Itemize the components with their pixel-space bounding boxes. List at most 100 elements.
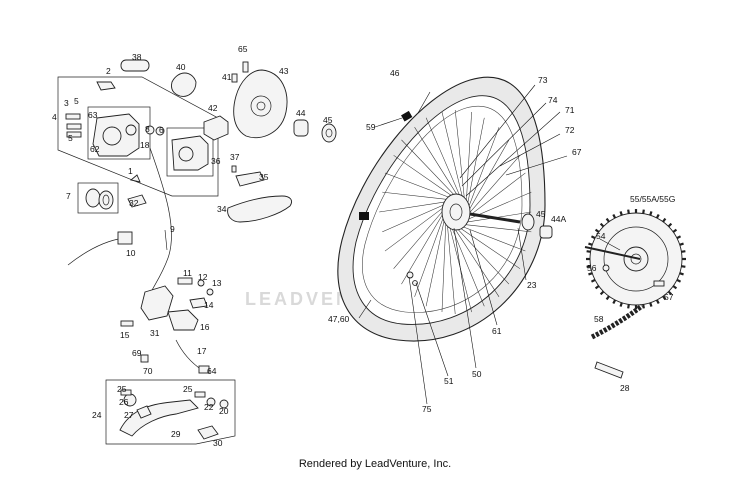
footer-credit: Rendered by LeadVenture, Inc.	[298, 458, 452, 470]
wheel-assembly	[337, 76, 553, 342]
spoke	[441, 214, 447, 313]
sprocket-tooth	[676, 278, 682, 283]
callout-32: 32	[129, 198, 139, 208]
hub-50	[441, 193, 471, 231]
sprocket-tooth	[627, 304, 630, 309]
callout-35: 35	[259, 172, 269, 182]
spoke	[425, 117, 464, 204]
callout-59: 59	[366, 122, 376, 132]
spoke	[414, 209, 447, 297]
caliper-piston	[102, 126, 122, 146]
hose-banjo-10	[117, 231, 133, 245]
spoke	[384, 203, 450, 252]
seal-kit-7	[77, 182, 119, 214]
sprocket-tooth	[627, 209, 630, 214]
sprocket-tooth	[619, 211, 623, 216]
chain-guard-34	[227, 195, 293, 223]
callout-44: 44	[296, 108, 306, 118]
spoke	[446, 216, 456, 315]
spoke	[382, 201, 451, 233]
sprocket-tooth	[667, 290, 673, 296]
callout-65: 65	[238, 44, 248, 54]
spoke	[384, 172, 457, 201]
seal-ring-a	[85, 188, 101, 208]
bolt-57	[653, 280, 665, 287]
seal-kit-box	[77, 182, 119, 214]
nipple-75	[406, 271, 414, 279]
bearing-45-inner	[325, 128, 333, 138]
master-cylinder-16	[167, 309, 199, 331]
brake-line-9	[147, 147, 172, 301]
callout-11: 11	[183, 268, 192, 278]
callout-43: 43	[279, 66, 289, 76]
pin-1	[130, 174, 141, 183]
callout-7: 7	[66, 191, 71, 201]
brake-disc-hub	[250, 95, 272, 117]
spoke	[401, 207, 448, 285]
spoke	[451, 222, 510, 285]
rim-band-59	[401, 110, 413, 122]
spoke	[382, 191, 455, 201]
callout-25b: 25	[183, 384, 193, 394]
spoke	[457, 223, 532, 233]
clamp-64	[198, 365, 210, 374]
callout-54: 54	[596, 231, 606, 241]
sprocket-assembly	[584, 209, 686, 379]
spoke	[453, 223, 521, 269]
callout-13: 13	[212, 278, 222, 288]
pad-spring-42	[203, 115, 229, 141]
callout-4760: 47,60	[328, 314, 350, 324]
callout-37: 37	[230, 152, 240, 162]
pin-clip-2	[96, 81, 116, 91]
bolt-25b	[194, 391, 206, 398]
spoke	[401, 139, 461, 202]
callout-63: 63	[88, 110, 98, 120]
sprocket-tooth	[599, 290, 605, 296]
callout-30: 30	[213, 438, 223, 448]
clevis-30	[197, 425, 219, 440]
bearing-45b	[521, 213, 535, 231]
bolt-15	[120, 320, 134, 327]
rim-61	[352, 95, 531, 325]
sprocket-tooth	[590, 278, 596, 283]
spoke	[379, 200, 453, 213]
callout-3: 3	[64, 98, 69, 108]
clip-32	[127, 194, 147, 208]
sprocket-tooth	[679, 272, 684, 276]
callout-8: 8	[145, 124, 150, 134]
callout-42: 42	[208, 103, 218, 113]
brake-disc-43	[233, 69, 288, 139]
bolt-25a	[120, 389, 132, 396]
callout-26: 26	[119, 397, 129, 407]
washer-8	[145, 125, 155, 135]
spoke	[425, 211, 447, 307]
callout-16: 16	[200, 322, 210, 332]
brake-pedal-29	[119, 399, 199, 437]
brake-hose-10	[67, 237, 125, 266]
spoke	[455, 223, 526, 252]
callout-50: 50	[472, 369, 482, 379]
callout-10: 10	[126, 248, 136, 258]
spoke	[465, 127, 500, 215]
sprocket-tooth	[612, 299, 617, 305]
sprocket-tooth	[679, 242, 684, 246]
sprocket-tooth	[588, 242, 593, 246]
callout-5555: 55/55A/55G	[630, 194, 675, 204]
sprocket-tooth	[590, 235, 596, 240]
bolt-41	[231, 73, 238, 83]
callout-40: 40	[176, 62, 186, 72]
callout-27: 27	[124, 410, 134, 420]
pad-subgroup-box	[166, 127, 214, 177]
brake-disc-center	[256, 101, 266, 111]
caliper-pin-38	[120, 59, 150, 72]
callout-34: 34	[217, 204, 227, 214]
seal-ring-b-inner	[102, 194, 110, 206]
callout-31: 31	[150, 328, 160, 338]
sprocket-tooth	[662, 295, 667, 301]
pedal-group-outline	[105, 379, 236, 445]
bolt-11	[177, 277, 193, 285]
spoke	[465, 111, 472, 210]
callout-17: 17	[197, 346, 207, 356]
pad-piston	[178, 146, 194, 162]
spoke	[465, 117, 485, 213]
